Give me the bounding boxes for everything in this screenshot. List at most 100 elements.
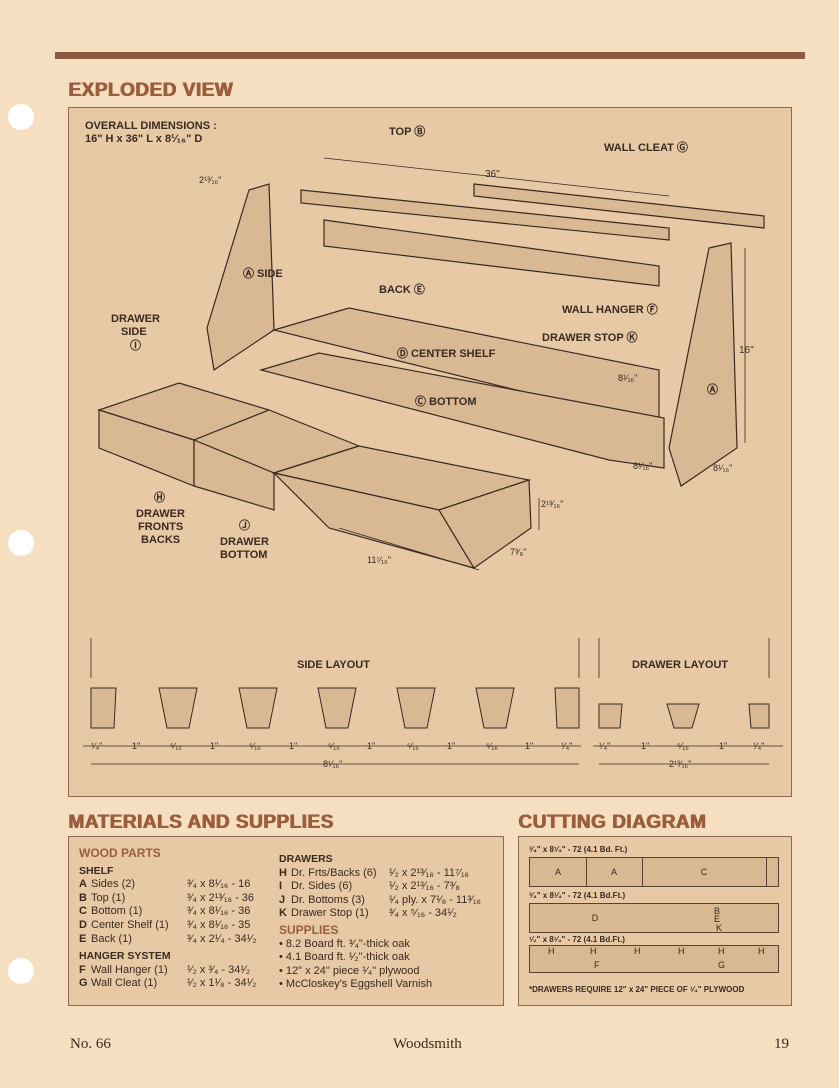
board-2: D B E K (529, 903, 779, 933)
cutting-diagram-panel: ³⁄₄" x 8¹⁄₄" - 72 (4.1 Bd. Ft.) A A C ³⁄… (518, 836, 792, 1006)
part-row-a: A Sides (2) ³⁄₄ x 8¹⁄₁₆ - 16 (79, 878, 279, 892)
drawer-stop-label: DRAWER STOP Ⓚ (542, 332, 638, 344)
part-key: K (279, 907, 287, 920)
supply-item: • 4.1 Board ft. ¹⁄₂"-thick oak (279, 951, 410, 964)
layout-diagrams (83, 638, 783, 765)
part-name: Bottom (1) (91, 905, 143, 918)
part-name: Center Shelf (1) (91, 918, 169, 931)
part-dim: ¹⁄₂ x 2¹³⁄₁₆ - 7³⁄₈ (389, 880, 460, 893)
part-dim: ³⁄₄ x 8¹⁄₁₆ - 36 (187, 905, 251, 918)
wall-cleat-label: WALL CLEAT Ⓖ (604, 142, 688, 154)
side-layout-dim-12: 1" (525, 741, 534, 751)
piece-b: B (714, 906, 721, 916)
drawer-layout-dim-4: 1" (719, 741, 728, 751)
drawer-layout-dim-3: ⁵⁄₁₆ (677, 741, 689, 751)
hanger-system-title: HANGER SYSTEM (79, 950, 171, 963)
drawers-title: DRAWERS (279, 853, 333, 865)
piece-h: H (718, 946, 725, 956)
dim-8-1-16-b: 8¹⁄₁₆" (633, 461, 653, 471)
piece-h: H (758, 946, 765, 956)
wood-parts-title: WOOD PARTS (79, 846, 161, 860)
supply-text: 12" x 24" piece ¹⁄₄" plywood (285, 964, 420, 977)
back-label: BACK Ⓔ (379, 284, 425, 296)
overall-dimensions-label: OVERALL DIMENSIONS : (85, 120, 217, 132)
side-layout-dim-10: 1" (447, 741, 456, 751)
board-3: H H H H H H F G (529, 945, 779, 973)
part-key: G (79, 977, 88, 990)
supply-item: • 12" x 24" piece ¹⁄₄" plywood (279, 964, 420, 977)
side-layout-total: 8¹⁄₁₆" (323, 759, 343, 769)
fronts-label-3: FRONTS (138, 521, 184, 533)
plywood-note: *DRAWERS REQUIRE 12" x 24" PIECE OF ¹⁄₄"… (529, 985, 745, 994)
page-number: 19 (774, 1036, 789, 1052)
part-key: J (279, 893, 286, 906)
supply-item: • 8.2 Board ft. ³⁄₄"-thick oak (279, 937, 410, 950)
bottom-label: Ⓒ BOTTOM (415, 396, 477, 408)
drawer-layout-dim-2: 1" (641, 741, 650, 751)
binder-hole-bottom (8, 958, 34, 984)
dim-8-1-16-a: 8¹⁄₁₆" (618, 373, 638, 383)
binder-hole-middle (8, 530, 34, 556)
supplies-title: SUPPLIES (279, 922, 339, 937)
drawer-layout-total: 2¹³⁄₁₆" (669, 759, 692, 769)
part-row-i: I Dr. Sides (6) ¹⁄₂ x 2¹³⁄₁₆ - 7³⁄₈ (279, 880, 499, 894)
part-dim: ³⁄₄ x 8¹⁄₁₆ - 16 (187, 878, 251, 891)
part-name: Top (1) (91, 891, 126, 904)
magazine-name: Woodsmith (393, 1036, 462, 1052)
part-name: Wall Hanger (1) (91, 963, 168, 976)
part-name: Back (1) (91, 932, 132, 945)
fronts-label-4: BACKS (141, 534, 181, 546)
center-shelf-label: Ⓓ CENTER SHELF (397, 348, 496, 360)
piece-d: D (591, 913, 599, 923)
board-1-label: ³⁄₄" x 8¹⁄₄" - 72 (4.1 Bd. Ft.) (529, 845, 628, 854)
part-dim: ³⁄₄ x 2¹³⁄₁₆ - 36 (187, 891, 255, 904)
side-layout-dim-4: 1" (210, 741, 219, 751)
side-layout-dim-3: ⁵⁄₁₆ (170, 741, 182, 751)
side-layout-dim-8: 1" (367, 741, 376, 751)
fronts-label-1: Ⓗ (154, 492, 165, 504)
part-name: Dr. Bottoms (3) (291, 893, 365, 906)
side-layout-dim-9: ⁵⁄₁₆ (407, 741, 419, 751)
part-name: Dr. Sides (6) (291, 880, 353, 893)
part-row-b: B Top (1) ³⁄₄ x 2¹³⁄₁₆ - 36 (79, 892, 279, 906)
side-layout-dim-2: 1" (132, 741, 141, 751)
part-name: Dr. Frts/Backs (6) (291, 866, 377, 879)
side-layout-title: SIDE LAYOUT (297, 659, 370, 671)
drawer-bottom-label-1: Ⓙ (239, 520, 250, 532)
piece-c: C (642, 858, 767, 886)
drawer-bottom-label-2: DRAWER (220, 536, 269, 548)
dim-2-13-16: 2¹³⁄₁₆" (199, 175, 222, 185)
part-dim: ³⁄₄ x 2¹⁄₄ - 34¹⁄₂ (187, 932, 257, 945)
part-name: Drawer Stop (1) (291, 907, 369, 920)
wall-hanger-label: WALL HANGER Ⓕ (562, 304, 658, 316)
part-dim: ³⁄₄ x 8¹⁄₁₆ - 35 (187, 918, 251, 931)
part-name: Sides (2) (91, 878, 136, 891)
part-key: B (79, 891, 87, 904)
drawer-side-label-1: DRAWER (111, 313, 160, 325)
drawer-layout-title: DRAWER LAYOUT (632, 659, 729, 671)
drawer-layout-dim-5: ¹⁄₄" (753, 741, 765, 751)
piece-h: H (590, 946, 597, 956)
part-key: I (279, 880, 283, 893)
side-a-right-label: Ⓐ (707, 384, 718, 396)
dim-2-13-16-b: 2¹³⁄₁₆" (541, 499, 564, 509)
supply-item: • McCloskey's Eggshell Varnish (279, 978, 433, 991)
drawer-side-label-2: SIDE (121, 326, 147, 338)
side-layout-dim-5: ⁵⁄₁₆ (249, 741, 261, 751)
board-2-label: ³⁄₄" x 8¹⁄₄" - 72 (4.1 Bd.Ft.) (529, 891, 626, 900)
board-1: A A C (529, 857, 779, 887)
supply-text: 8.2 Board ft. ³⁄₄"-thick oak (285, 937, 410, 950)
drawer-side-label-3: Ⓘ (130, 340, 141, 352)
dim-7-3-8: 7³⁄₈" (510, 547, 527, 557)
part-key: A (79, 878, 87, 891)
drawer-bottom-label-3: BOTTOM (220, 549, 268, 561)
